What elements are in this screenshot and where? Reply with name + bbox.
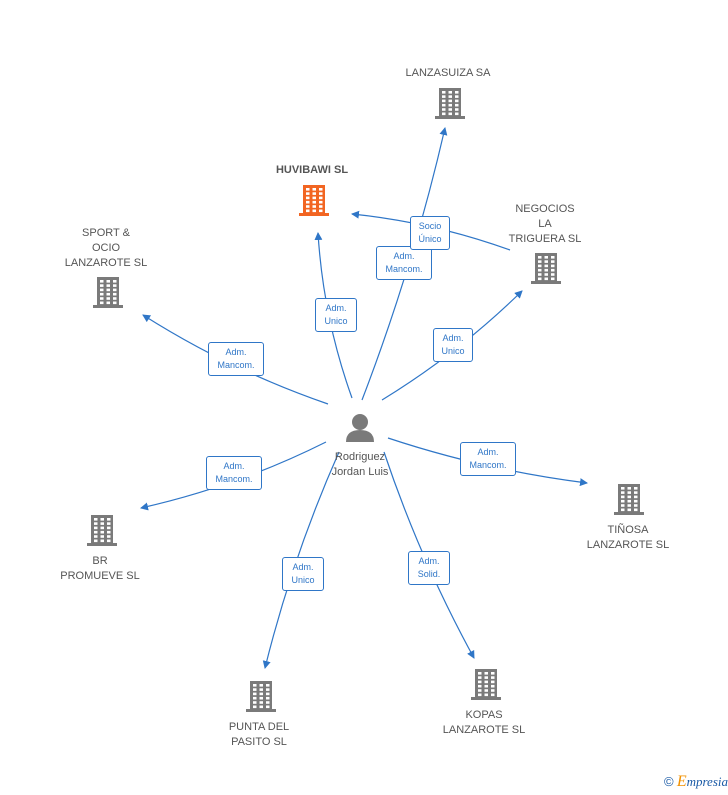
brand-logo: © Empresia [663, 773, 728, 790]
building-icon-lanzasuiza[interactable] [435, 88, 465, 119]
relation-label-negocios[interactable]: Adm. Unico [433, 328, 473, 362]
center-person-label[interactable]: Rodriguez Jordan Luis [331, 451, 389, 478]
building-icon-sport[interactable] [93, 277, 123, 308]
company-label-huvibawi[interactable]: HUVIBAWI SL [275, 164, 349, 176]
building-icon-kopas[interactable] [471, 669, 501, 700]
copyright-icon: © [663, 774, 674, 789]
company-label-kopas[interactable]: KOPAS LANZAROTE SL [442, 709, 526, 736]
company-label-tinosa[interactable]: TIÑOSA LANZAROTE SL [586, 524, 670, 551]
building-icon-punta[interactable] [246, 681, 276, 712]
building-icon-br[interactable] [87, 515, 117, 546]
company-label-br[interactable]: BR PROMUEVE SL [60, 555, 140, 582]
company-label-punta[interactable]: PUNTA DEL PASITO SL [228, 721, 290, 748]
building-icon-tinosa[interactable] [614, 484, 644, 515]
relation-label-kopas[interactable]: Adm. Solid. [408, 551, 450, 585]
company-label-sport[interactable]: SPORT & OCIO LANZAROTE SL [64, 227, 148, 269]
relation-label-tinosa[interactable]: Adm. Mancom. [460, 442, 516, 476]
relation-label-br[interactable]: Adm. Mancom. [206, 456, 262, 490]
relation-label-punta[interactable]: Adm. Unico [282, 557, 324, 591]
relation-label-socio[interactable]: Socio Único [410, 216, 450, 250]
relation-label-sport[interactable]: Adm. Mancom. [208, 342, 264, 376]
building-icon-negocios[interactable] [531, 253, 561, 284]
company-label-negocios[interactable]: NEGOCIOS LA TRIGUERA SL [508, 203, 582, 245]
relation-label-huvibawi[interactable]: Adm. Unico [315, 298, 357, 332]
person-icon [346, 414, 374, 442]
building-icon-huvibawi[interactable] [299, 185, 329, 216]
company-label-lanzasuiza[interactable]: LANZASUIZA SA [405, 67, 491, 79]
relation-label-lanzasuiza[interactable]: Adm. Mancom. [376, 246, 432, 280]
